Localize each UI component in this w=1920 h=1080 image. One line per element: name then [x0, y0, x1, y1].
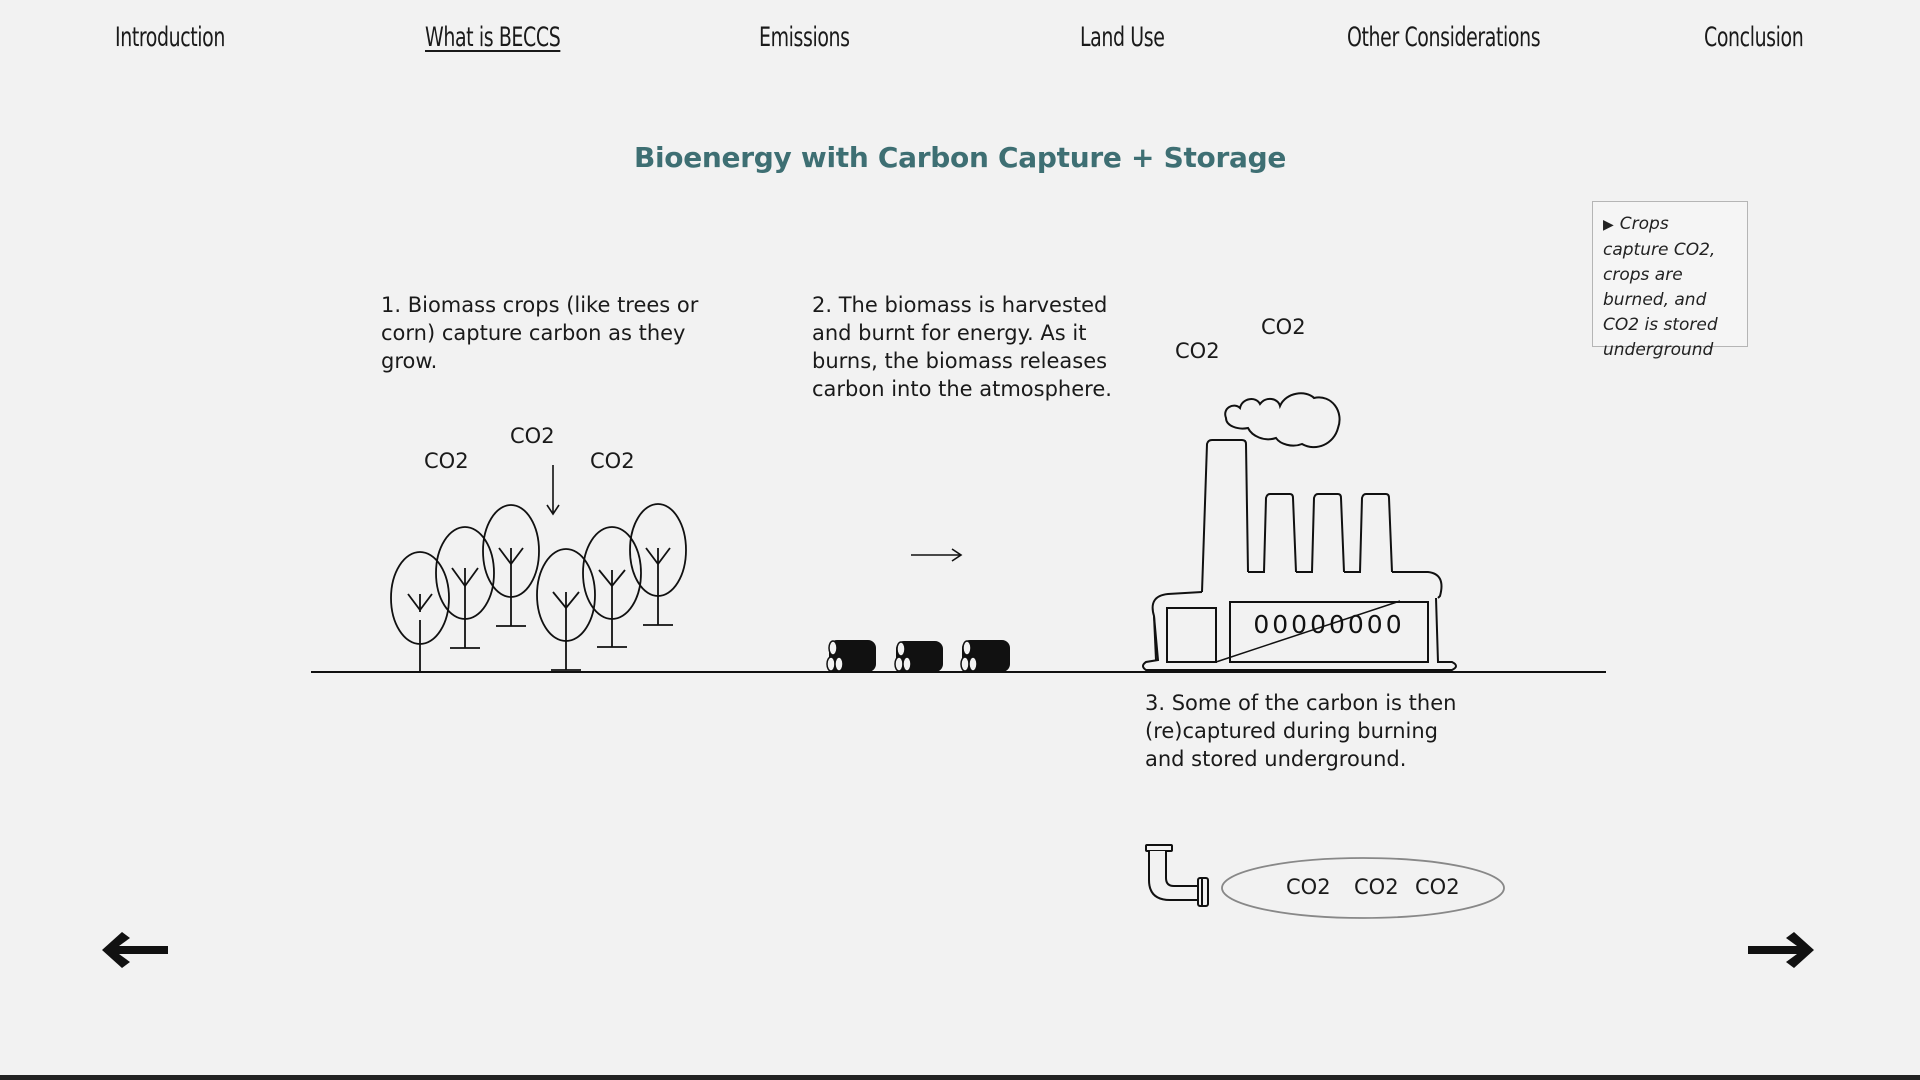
logs-icon — [826, 640, 1010, 672]
right-arrow-icon — [911, 548, 963, 562]
nav-emissions[interactable]: Emissions — [759, 22, 850, 53]
co2-label: CO2 — [1415, 875, 1460, 899]
page-title: Bioenergy with Carbon Capture + Storage — [633, 141, 1287, 174]
co2-label: CO2 — [1354, 875, 1399, 899]
step-3-text: 3. Some of the carbon is then (re)captur… — [1145, 691, 1457, 771]
co2-label: CO2 — [1261, 315, 1306, 339]
co2-label: CO2 — [510, 424, 555, 448]
factory-window-label: 00000000 — [1253, 610, 1404, 639]
step-2-text: 2. The biomass is harvested and burnt fo… — [812, 293, 1112, 401]
factory-icon — [1142, 392, 1457, 671]
co2-label: CO2 — [1175, 339, 1220, 363]
trees-icon — [390, 503, 687, 673]
nav-introduction[interactable]: Introduction — [115, 22, 226, 53]
top-nav: Introduction What is BECCS Emissions Lan… — [0, 22, 1920, 62]
nav-what-is-beccs[interactable]: What is BECCS — [425, 22, 561, 53]
co2-label: CO2 — [590, 449, 635, 473]
previous-page-button[interactable] — [100, 920, 170, 980]
pipe-icon — [1145, 844, 1209, 907]
next-page-button[interactable] — [1746, 920, 1816, 980]
summary-note-text: Crops capture CO2, crops are burned, and… — [1603, 214, 1718, 360]
underground-storage — [1221, 857, 1505, 919]
step-1-text: 1. Biomass crops (like trees or corn) ca… — [381, 293, 699, 373]
right-arrow-icon — [1748, 932, 1814, 968]
down-arrow-icon — [546, 465, 560, 516]
co2-label: CO2 — [1286, 875, 1331, 899]
co2-label: CO2 — [424, 449, 469, 473]
nav-conclusion[interactable]: Conclusion — [1704, 22, 1804, 53]
summary-note[interactable]: ▶Crops capture CO2, crops are burned, an… — [1592, 201, 1748, 360]
nav-land-use[interactable]: Land Use — [1080, 22, 1165, 53]
nav-other-considerations[interactable]: Other Considerations — [1347, 22, 1541, 53]
disclosure-triangle-icon[interactable]: ▶ — [1603, 217, 1614, 233]
bottom-bar — [0, 1075, 1920, 1080]
left-arrow-icon — [102, 932, 168, 968]
